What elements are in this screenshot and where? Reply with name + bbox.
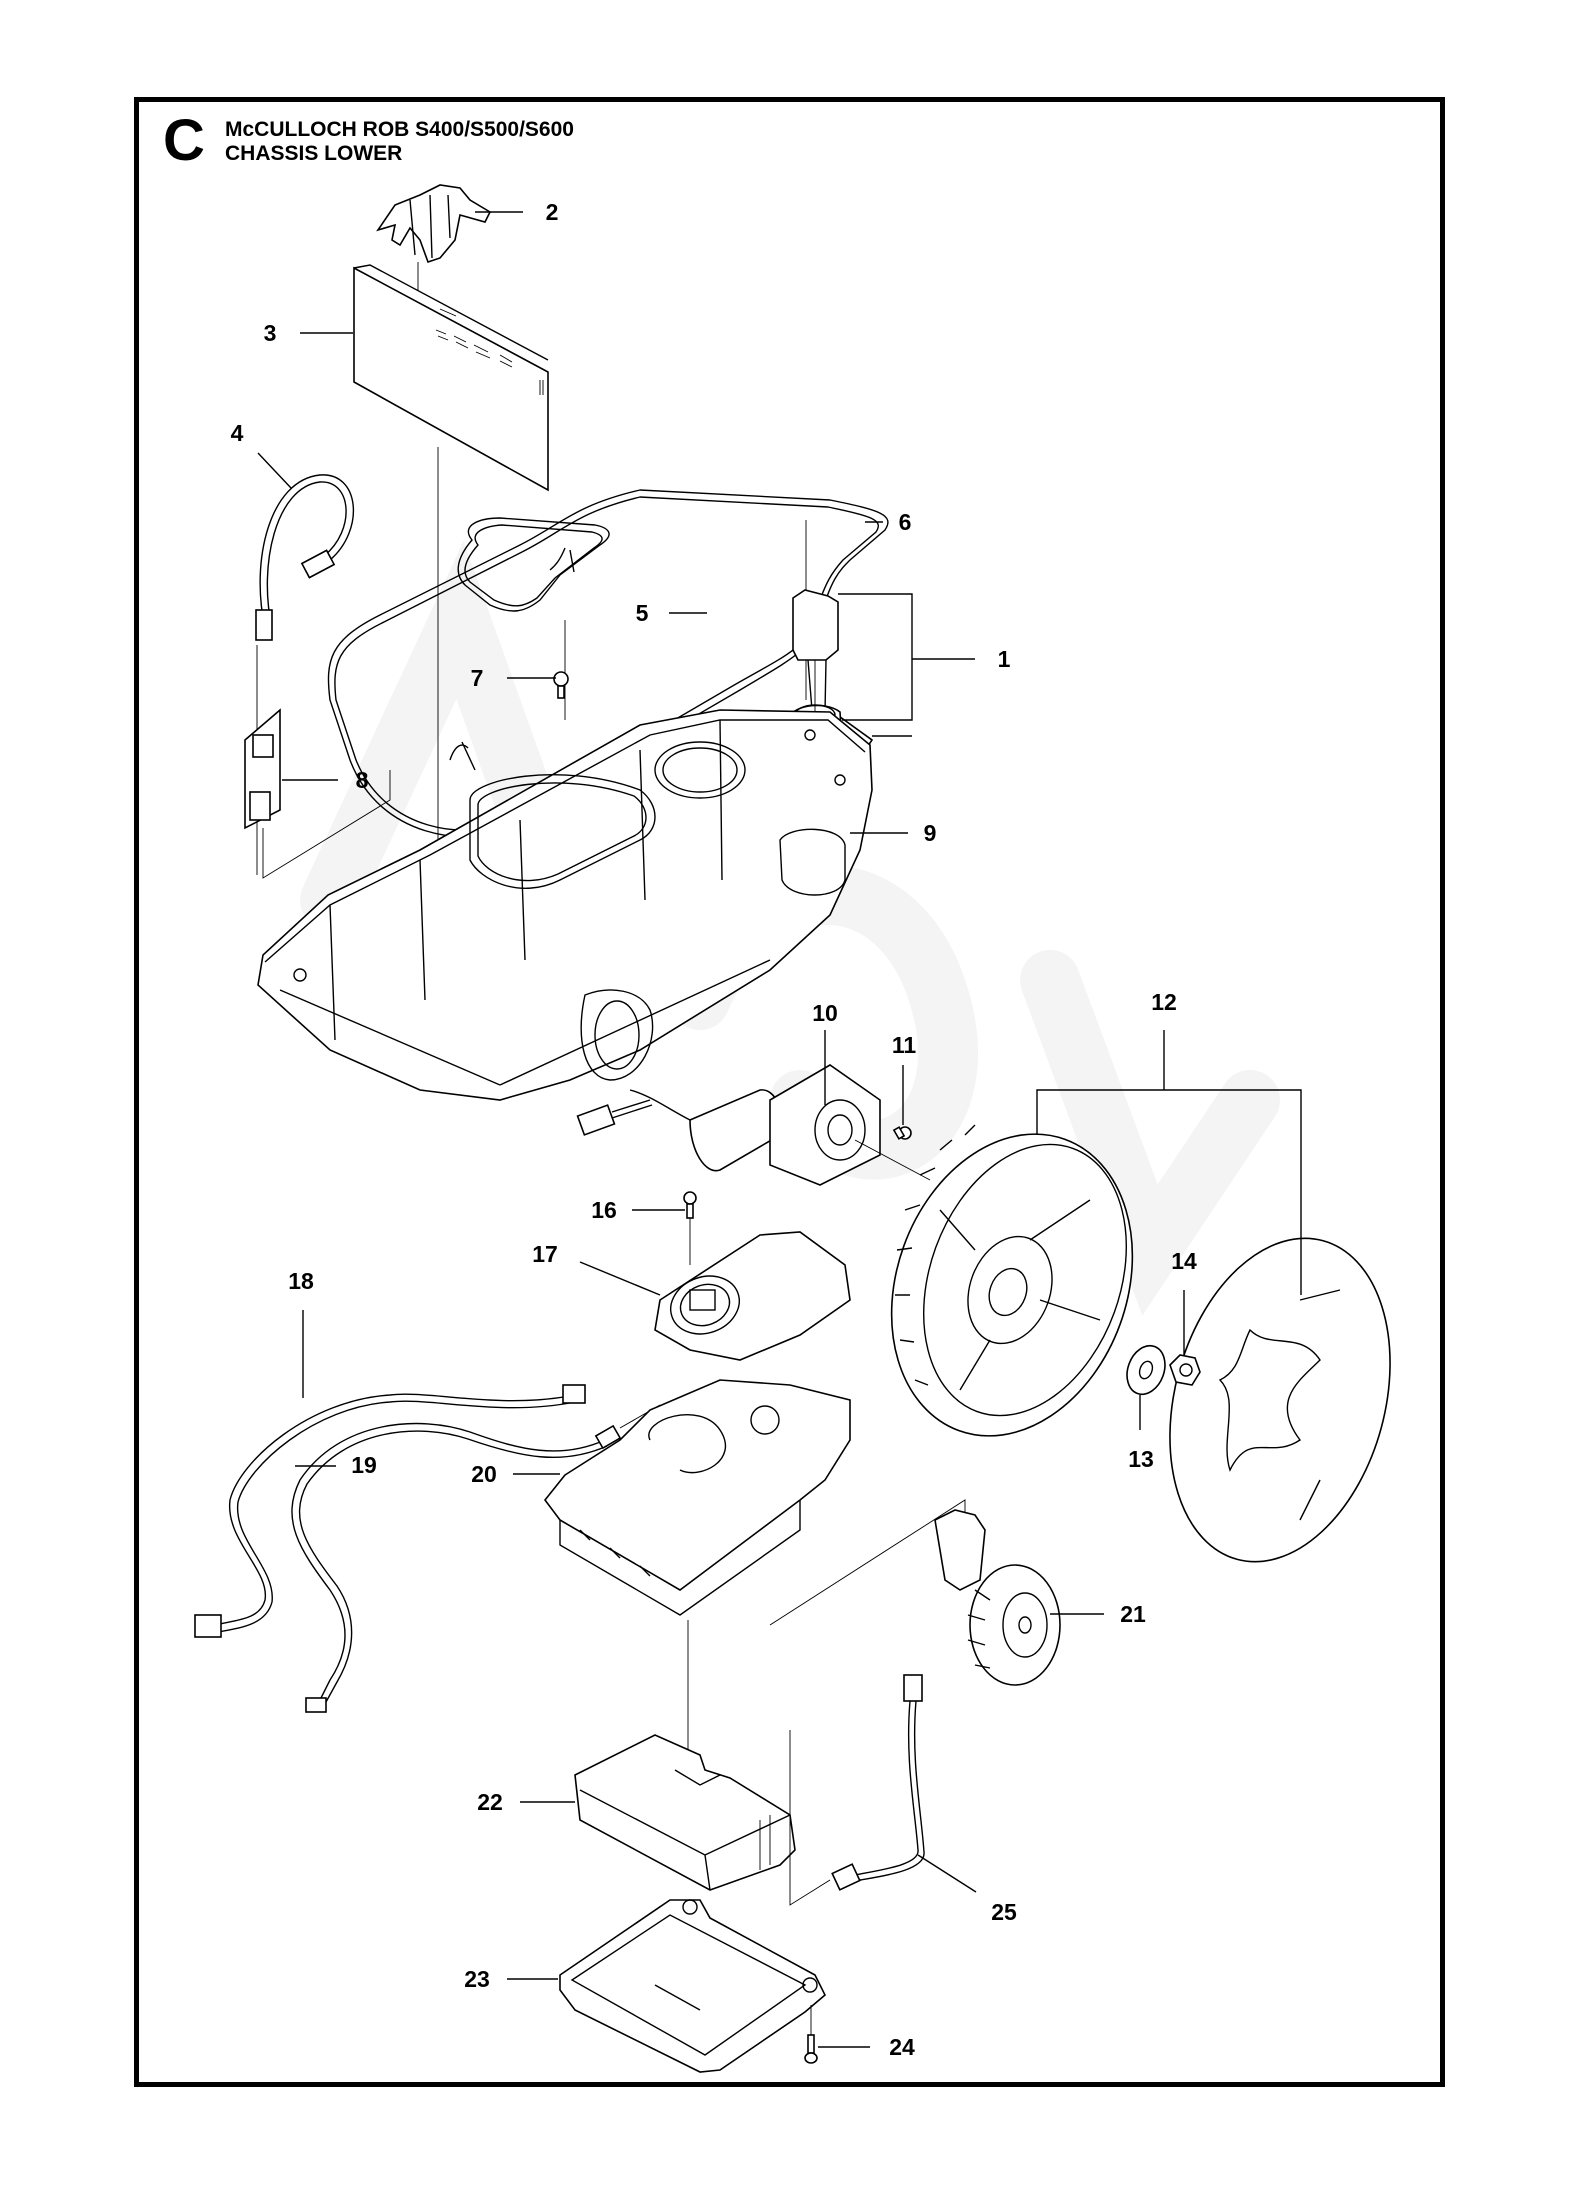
part-22-battery[interactable] (574, 1730, 831, 1906)
callout-24[interactable]: 24 (889, 2034, 915, 2060)
section-letter: C (163, 108, 205, 173)
callout-17[interactable]: 17 (532, 1241, 558, 1267)
callout-11[interactable]: 11 (892, 1032, 917, 1058)
part-9-chassis[interactable] (257, 709, 873, 1101)
part-19-cable[interactable] (291, 1404, 661, 1713)
part-5-inner-gasket[interactable] (457, 517, 610, 612)
callout-5[interactable]: 5 (636, 600, 649, 626)
callout-16[interactable]: 16 (591, 1197, 617, 1223)
part-21-front-wheel[interactable] (934, 1509, 1061, 1686)
part-23-battery-cover[interactable] (559, 1899, 826, 2073)
callout-25[interactable]: 25 (991, 1899, 1017, 1925)
part-11-screw[interactable] (892, 1126, 912, 1140)
callout-2[interactable]: 2 (546, 199, 559, 225)
callout-8[interactable]: 8 (356, 767, 369, 793)
part-17-motor-seal[interactable] (654, 1231, 851, 1361)
callout-7[interactable]: 7 (471, 665, 484, 691)
part-8-small-board[interactable] (244, 708, 391, 879)
callout-14[interactable]: 14 (1171, 1248, 1197, 1274)
callout-3[interactable]: 3 (264, 320, 277, 346)
callout-13[interactable]: 13 (1128, 1446, 1154, 1472)
part-4-cable[interactable] (255, 474, 355, 641)
callout-22[interactable]: 22 (477, 1789, 503, 1815)
part-2-holder[interactable] (376, 184, 492, 290)
callout-10[interactable]: 10 (812, 1000, 838, 1026)
part-3-circuit-board[interactable] (353, 264, 549, 492)
callout-6[interactable]: 6 (899, 509, 912, 535)
callout-21[interactable]: 21 (1120, 1601, 1146, 1627)
callout-9[interactable]: 9 (924, 820, 937, 846)
diagram-subtitle: CHASSIS LOWER (225, 142, 403, 165)
callout-23[interactable]: 23 (464, 1966, 490, 1992)
part-callouts: 2 3 4 6 5 1 7 8 9 10 11 12 14 13 16 17 1… (231, 199, 1197, 2060)
diagram-title: McCULLOCH ROB S400/S500/S600 (225, 118, 574, 141)
part-25-battery-cable[interactable] (831, 1674, 925, 1891)
callout-19[interactable]: 19 (351, 1452, 377, 1478)
part-18-harness[interactable] (194, 1384, 586, 1638)
part-24-screw[interactable] (804, 2005, 818, 2064)
part-14-nut[interactable] (1169, 1354, 1201, 1386)
leader-lines (257, 211, 1302, 2048)
part-10-wheel-motor[interactable] (576, 1064, 931, 1186)
callout-4[interactable]: 4 (231, 420, 244, 446)
callout-18[interactable]: 18 (288, 1268, 314, 1294)
diagram-frame (134, 97, 1445, 2087)
part-12-drive-wheel[interactable] (851, 1100, 1424, 1587)
part-7-screw[interactable] (553, 671, 569, 699)
callout-1[interactable]: 1 (998, 646, 1011, 672)
part-16-screw[interactable] (683, 1191, 697, 1265)
part-13-washer[interactable] (1121, 1340, 1172, 1399)
callout-20[interactable]: 20 (471, 1461, 497, 1487)
callout-12[interactable]: 12 (1151, 989, 1177, 1015)
